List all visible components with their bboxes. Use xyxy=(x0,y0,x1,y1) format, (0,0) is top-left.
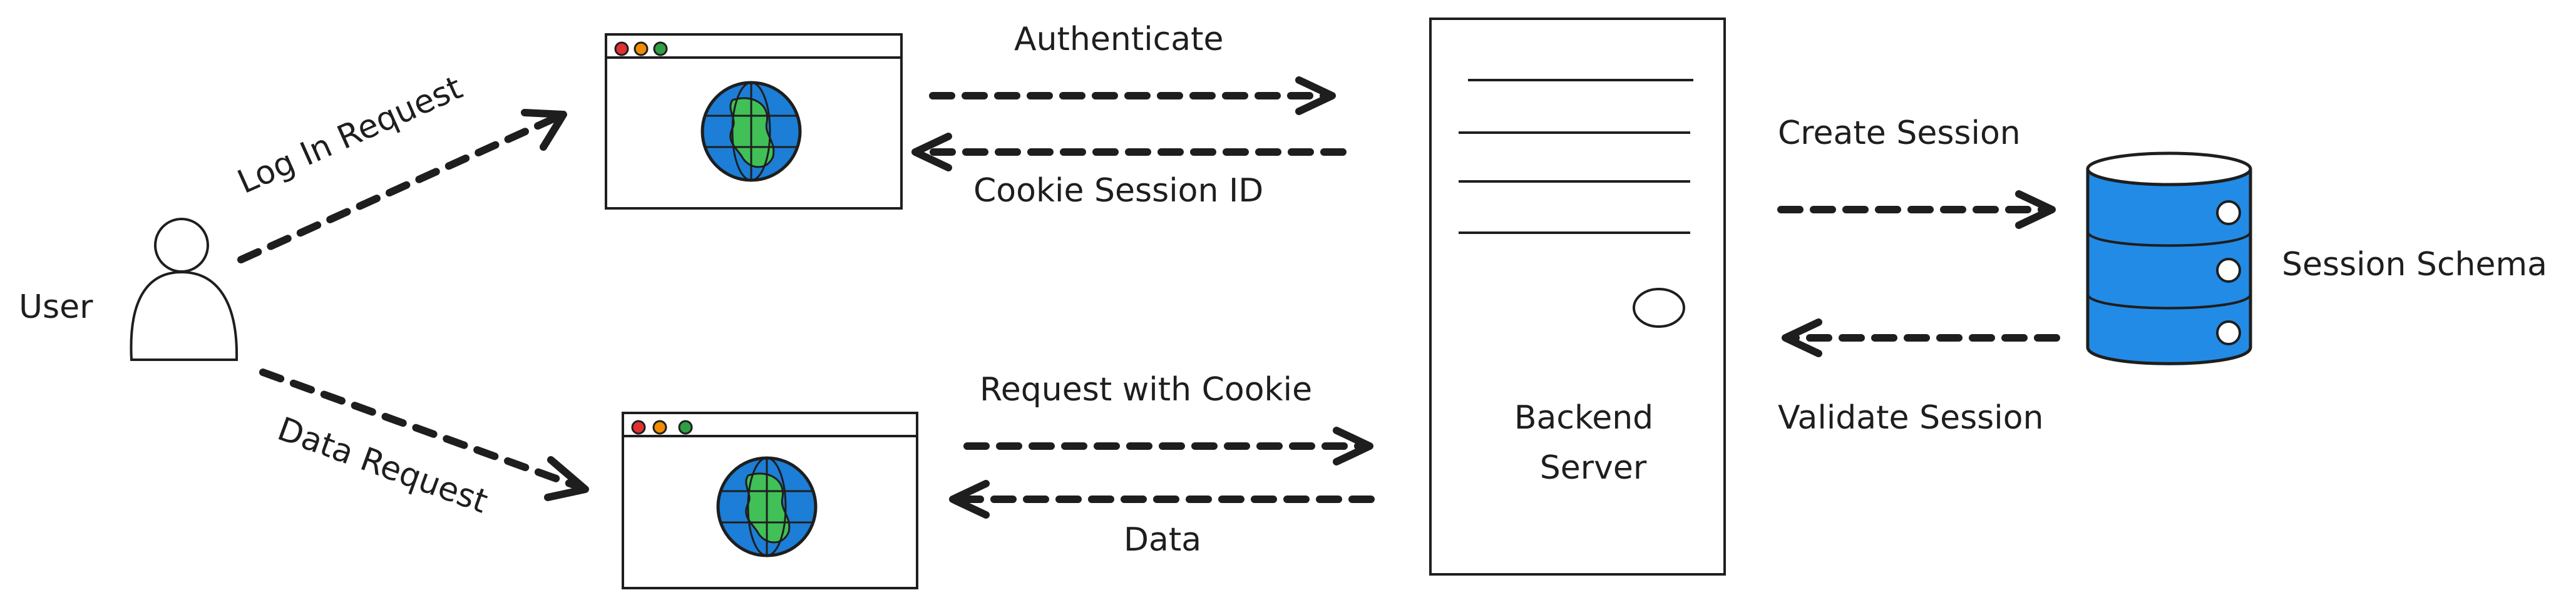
request-with-cookie-arrow xyxy=(963,427,1373,465)
authenticate-arrow xyxy=(929,76,1336,115)
data-arrow xyxy=(949,480,1375,519)
user-icon xyxy=(130,218,239,361)
close-dot-icon xyxy=(631,420,646,435)
server-icon xyxy=(1429,18,1726,576)
data-request-arrow xyxy=(259,369,589,501)
database-icon xyxy=(2086,151,2252,365)
request-with-cookie-label: Request with Cookie xyxy=(980,371,1312,409)
browser-window-bottom xyxy=(622,412,918,589)
close-dot-icon xyxy=(614,41,629,56)
create-session-label: Create Session xyxy=(1778,114,2021,152)
data-label: Data xyxy=(1124,521,1201,559)
user-label: User xyxy=(19,288,93,326)
minimize-dot-icon xyxy=(634,41,649,56)
authenticate-label: Authenticate xyxy=(1014,21,1224,58)
browser-window-top xyxy=(605,33,903,210)
log-in-request-arrow xyxy=(237,109,567,263)
cookie-session-id-arrow xyxy=(911,133,1347,171)
globe-icon xyxy=(716,456,818,557)
maximize-dot-icon xyxy=(678,420,693,435)
log-in-request-label: Log In Request xyxy=(232,69,468,201)
validate-session-label: Validate Session xyxy=(1778,399,2043,437)
data-request-label: Data Request xyxy=(273,410,493,521)
validate-session-arrow xyxy=(1782,318,2060,357)
cookie-session-id-label: Cookie Session ID xyxy=(973,172,1263,210)
backend-server-label-line2: Server xyxy=(1540,449,1647,487)
minimize-dot-icon xyxy=(652,420,667,435)
create-session-arrow xyxy=(1777,190,2056,229)
backend-server-label-line1: Backend xyxy=(1514,399,1653,437)
globe-icon xyxy=(700,81,802,182)
session-schema-label: Session Schema xyxy=(2282,246,2547,283)
maximize-dot-icon xyxy=(653,41,668,56)
